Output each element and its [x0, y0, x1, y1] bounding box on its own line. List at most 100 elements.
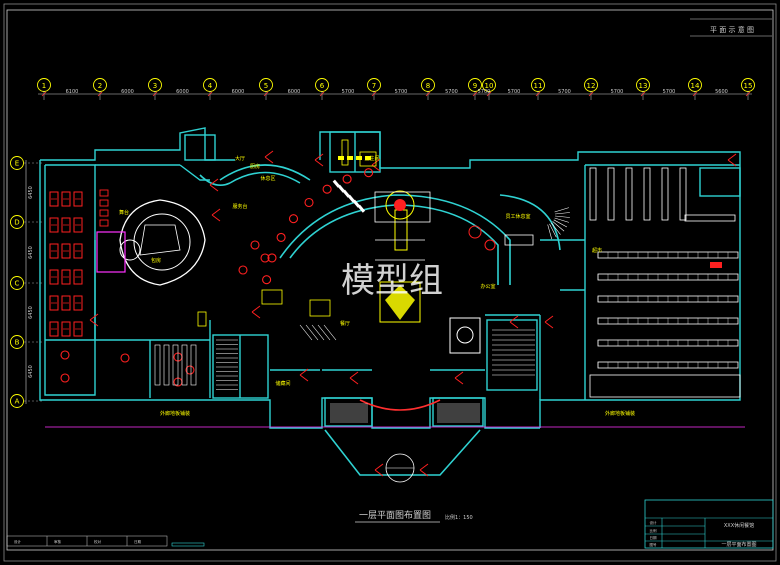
dining-table [61, 295, 71, 311]
dining-table [61, 269, 71, 285]
bar-counter [181, 344, 188, 386]
tb-drawing-name: 一层平面布置图 [721, 541, 756, 548]
door-swing [419, 463, 429, 477]
dining-table [49, 295, 59, 311]
axis-col-label: 2 [98, 82, 102, 90]
shelf-column [661, 167, 669, 221]
room-label-lobby: 大厅 [235, 155, 245, 162]
tb-row-3: 日期 [650, 535, 658, 540]
axis-col-label: 9 [473, 82, 477, 90]
bar-counter [190, 344, 197, 386]
round-table [260, 253, 270, 263]
axis-spacing: 6000 [288, 89, 301, 95]
shelf-column [643, 167, 651, 221]
room-label-private-room: 包房 [151, 257, 161, 264]
header-label: 平 面 示 意 图 [710, 25, 754, 34]
round-table [120, 353, 130, 363]
room-label-office: 办公室 [480, 283, 495, 290]
axis-spacing: 6100 [66, 89, 79, 95]
yellow-bench [338, 156, 344, 160]
curve-seat [276, 232, 286, 242]
tb-row-1: 设计 [650, 520, 658, 525]
door-swing [299, 368, 309, 382]
room-label-staff: 员工休息室 [505, 213, 530, 220]
axis-bubble-E [10, 156, 24, 170]
sheet-frame [3, 3, 777, 562]
axis-spacing: 6000 [121, 89, 134, 95]
market-shelves [589, 167, 741, 398]
axis-row-label: E [15, 160, 19, 168]
axis-row-spacing: 6450 [28, 186, 34, 199]
bar-counter [172, 344, 179, 386]
axis-spacing: 5700 [395, 89, 408, 95]
curve-louver [332, 179, 341, 188]
corridor-left-label: 外廊地板铺装 [160, 410, 190, 417]
axis-spacing: 6000 [176, 89, 189, 95]
curve-seat [322, 184, 332, 194]
dining-table [73, 321, 83, 337]
axis-spacing: 5700 [342, 89, 355, 95]
curve-seat [304, 197, 314, 208]
axis-spacing: 5700 [478, 89, 491, 95]
title-block: XXX休闲餐馆 一层平面布置图 设计 比例 日期 图号 [644, 499, 774, 549]
curve-louver [352, 199, 361, 208]
dining-table [61, 191, 71, 207]
curve-louver [357, 204, 366, 213]
axis-spacing: 5700 [663, 89, 676, 95]
axis-col-label: 10 [485, 82, 494, 90]
drawing-scale: 比例1：150 [445, 514, 473, 521]
axis-col-label: 12 [587, 82, 596, 90]
tb-project: XXX休闲餐馆 [724, 522, 754, 529]
corridor-right-label: 外廊地板铺装 [605, 410, 635, 417]
door-swing [349, 371, 359, 385]
door-swing [509, 315, 519, 329]
yellow-bench [356, 156, 362, 160]
axis-col-label: 1 [42, 82, 46, 90]
door-swing [89, 313, 99, 327]
booth-seat [99, 209, 109, 217]
axis-col-label: 11 [534, 82, 543, 90]
drawing-title: 一层平面图布置图 [359, 509, 431, 521]
axis-col-label: 8 [426, 82, 430, 90]
curve-seat [364, 168, 374, 178]
cashier-mark [710, 262, 722, 268]
booth-seat [99, 189, 109, 197]
shelf-column [589, 167, 597, 221]
axis-row-label: D [14, 219, 19, 227]
axis-bubble-D [10, 215, 24, 229]
curve-louver [342, 189, 351, 198]
axis-row-spacing: 6450 [28, 246, 34, 259]
revision-strip: 设计 审核 校对 日期 [6, 535, 205, 547]
strip-cell-1: 设计 [14, 539, 21, 544]
round-table [238, 265, 248, 275]
room-label-reception: 服务台 [232, 203, 247, 210]
axis-col-label: 6 [320, 82, 325, 90]
strip-cell-3: 校对 [94, 539, 101, 544]
axis-col-label: 4 [208, 82, 213, 90]
dining-table [73, 217, 83, 233]
axis-row-label: B [15, 339, 20, 347]
room-label-stage: 舞台 [119, 209, 129, 216]
dining-table [49, 191, 59, 207]
bar-counter [163, 344, 170, 386]
round-table [60, 350, 70, 360]
dining-table [49, 217, 59, 233]
round-table [250, 240, 260, 250]
radial-seating [262, 168, 534, 285]
curve-louver [337, 184, 346, 193]
dining-table [73, 295, 83, 311]
axis-col-label: 7 [372, 82, 376, 90]
axis-spacing: 5700 [508, 89, 521, 95]
booth-seat [99, 219, 109, 227]
room-label-market: 超市 [592, 247, 602, 254]
door-swing [264, 150, 274, 164]
dining-table [73, 243, 83, 259]
door-swing [544, 315, 554, 329]
axis-spacing: 5600 [715, 89, 728, 95]
axis-bubble-C [10, 276, 24, 290]
door-swing [314, 153, 324, 167]
round-table [185, 365, 195, 375]
